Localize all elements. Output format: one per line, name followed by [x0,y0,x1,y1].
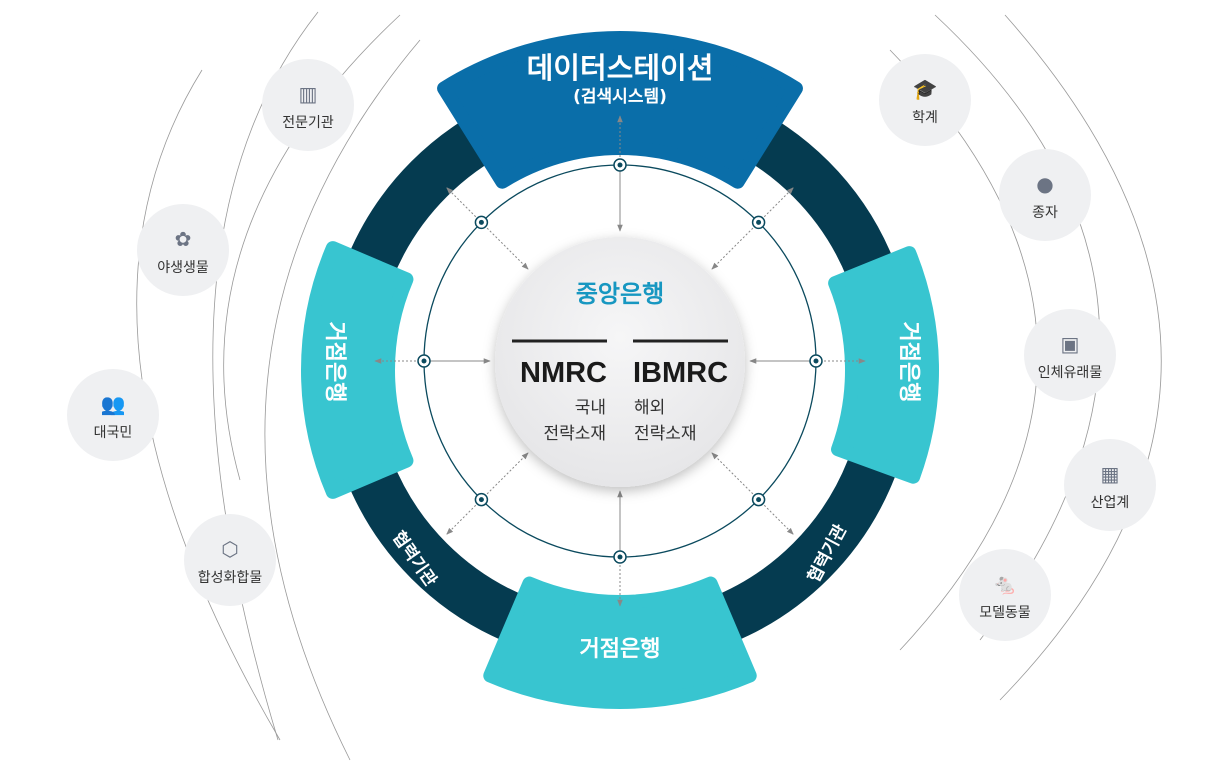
human-body-icon: ▣ [1061,332,1080,356]
data-station-title: 데이터스테이션 [527,51,714,85]
arc-right-3 [999,14,1162,701]
satellite-circle [879,54,971,146]
node-dot-center [478,497,484,503]
central-bank-circle [495,237,745,487]
outward-arrow [758,499,794,535]
node-dot-center [756,219,762,225]
arc-right-2 [934,14,1101,641]
satellite-building: ▥ 전문기관 [262,59,354,151]
outward-arrow [446,187,482,223]
satellite-factory: ▦ 산업계 [1064,439,1156,531]
satellite-label: 전문기관 [282,115,334,131]
graduation-cap-icon: 🎓 [913,77,938,101]
ibmrc-code: IBMRC [633,357,728,389]
bottom-hub-bank-segment [483,576,757,709]
plant-icon: ✿ [175,227,192,251]
satellite-circle [999,149,1091,241]
satellite-circle [1024,309,1116,401]
satellite-seed: ● 종자 [999,149,1091,241]
outward-arrow [446,499,482,535]
satellite-plant: ✿ 야생생물 [137,204,229,296]
ibmrc-desc-1: 해외 [634,398,665,418]
node-dot-center [617,554,623,560]
left-hub-bank-segment [301,241,414,499]
satellite-mouse: 🐁 모델동물 [959,549,1051,641]
node-dot-center [756,497,762,503]
right-hub-bank-segment [828,246,939,484]
node-dot-center [813,358,819,364]
inward-arrow [711,222,759,270]
inward-arrow [481,222,529,270]
satellite-circle [1064,439,1156,531]
satellite-circle [262,59,354,151]
arc-left-2 [136,69,281,741]
bottom-hub-bank-label: 거점은행 [580,637,661,662]
satellite-label: 모델동물 [979,605,1031,621]
arc-left-4 [264,39,421,761]
satellite-graduation-cap: 🎓 학계 [879,54,971,146]
satellite-label: 인체유래물 [1038,365,1103,381]
satellite-label: 합성화합물 [198,570,263,586]
satellite-label: 학계 [912,110,938,126]
satellite-label: 산업계 [1091,495,1130,511]
satellite-molecule: ⬡ 합성화합물 [184,514,276,606]
mouse-icon: 🐁 [993,572,1018,596]
satellite-circle [67,369,159,461]
ibmrc-desc-2: 전략소재 [634,424,697,444]
nmrc-desc-1: 국내 [575,398,606,418]
node-dot-center [617,162,623,168]
inward-arrow [481,452,529,500]
central-bank-title: 중앙은행 [576,280,664,308]
outward-arrow [758,187,794,223]
right-hub-bank-label: 거점은행 [896,322,921,403]
left-hub-bank-label: 거점은행 [322,322,347,403]
people-icon: 👥 [101,392,126,416]
satellite-human-body: ▣ 인체유래물 [1024,309,1116,401]
building-icon: ▥ [299,82,318,106]
satellite-people: 👥 대국민 [67,369,159,461]
data-station-subtitle: (검색시스템) [573,87,667,107]
satellite-circle [137,204,229,296]
satellite-circle [184,514,276,606]
nmrc-code: NMRC [520,357,607,389]
satellite-label: 종자 [1032,205,1058,221]
data-station-segment [437,31,803,189]
satellite-label: 대국민 [94,425,133,441]
molecule-icon: ⬡ [221,537,238,561]
nmrc-desc-2: 전략소재 [543,424,606,444]
node-dot-center [421,358,427,364]
satellite-circle [959,549,1051,641]
seed-icon: ● [1036,172,1053,196]
satellite-label: 야생생물 [157,260,209,276]
factory-icon: ▦ [1101,462,1120,486]
inward-arrow [711,452,759,500]
node-dot-center [478,219,484,225]
